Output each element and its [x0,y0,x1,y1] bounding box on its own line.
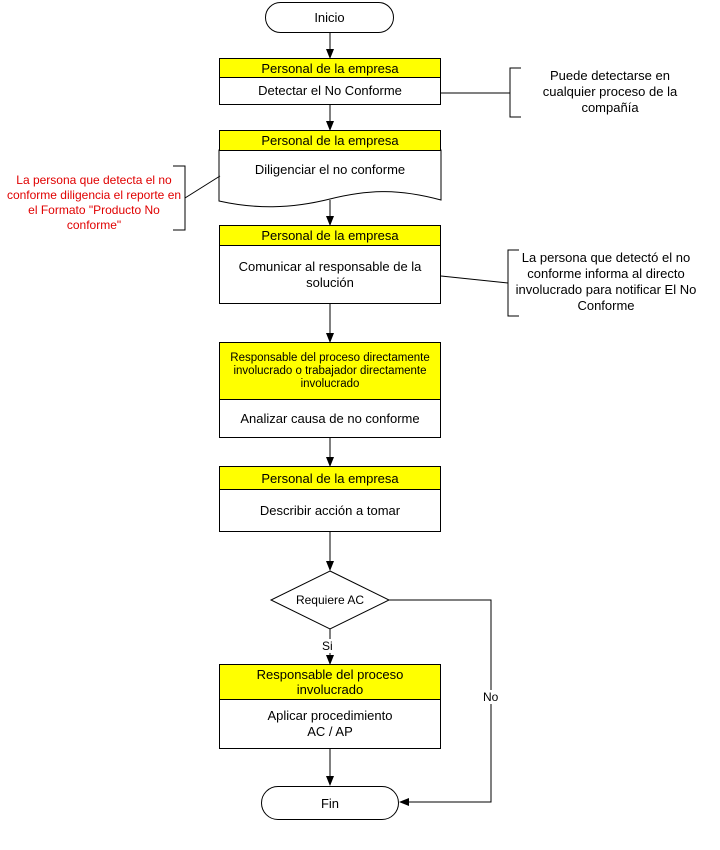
decision-no-label: No [481,690,501,704]
step6-action: Aplicar procedimiento AC / AP [219,699,441,749]
end-terminator: Fin [261,786,399,820]
step5-role: Personal de la empresa [219,466,441,490]
step2-action: Diligenciar el no conforme [254,162,406,177]
annotation-link-communicate [440,275,509,284]
annotation-link-document [184,175,221,199]
step2-role: Personal de la empresa [219,130,441,151]
step3-action: Comunicar al responsable de la solución [219,245,441,304]
start-label: Inicio [314,10,345,25]
step5-action: Describir acción a tomar [219,489,441,532]
decision-yes-label: Si [320,639,335,653]
start-terminator: Inicio [265,2,394,33]
decision-label: Requiere AC [295,593,365,607]
end-label: Fin [320,795,340,811]
decision-diamond [269,570,391,630]
document-shape-step2 [218,149,442,208]
annotation-detect: Puede detectarse en cualquier proceso de… [542,68,678,115]
step4-role: Responsable del proceso directamente inv… [219,342,441,400]
annotation-communicate: La persona que detectó el no conforme in… [515,250,697,313]
step6-role: Responsable del proceso involucrado [219,664,441,700]
annotation-bracket-detect [509,67,521,118]
step1-action: Detectar el No Conforme [219,77,441,105]
step3-role: Personal de la empresa [219,225,441,246]
step4-action: Analizar causa de no conforme [219,399,441,438]
annotation-document: La persona que detecta el no conforme di… [6,173,182,232]
step1-role: Personal de la empresa [219,58,441,78]
